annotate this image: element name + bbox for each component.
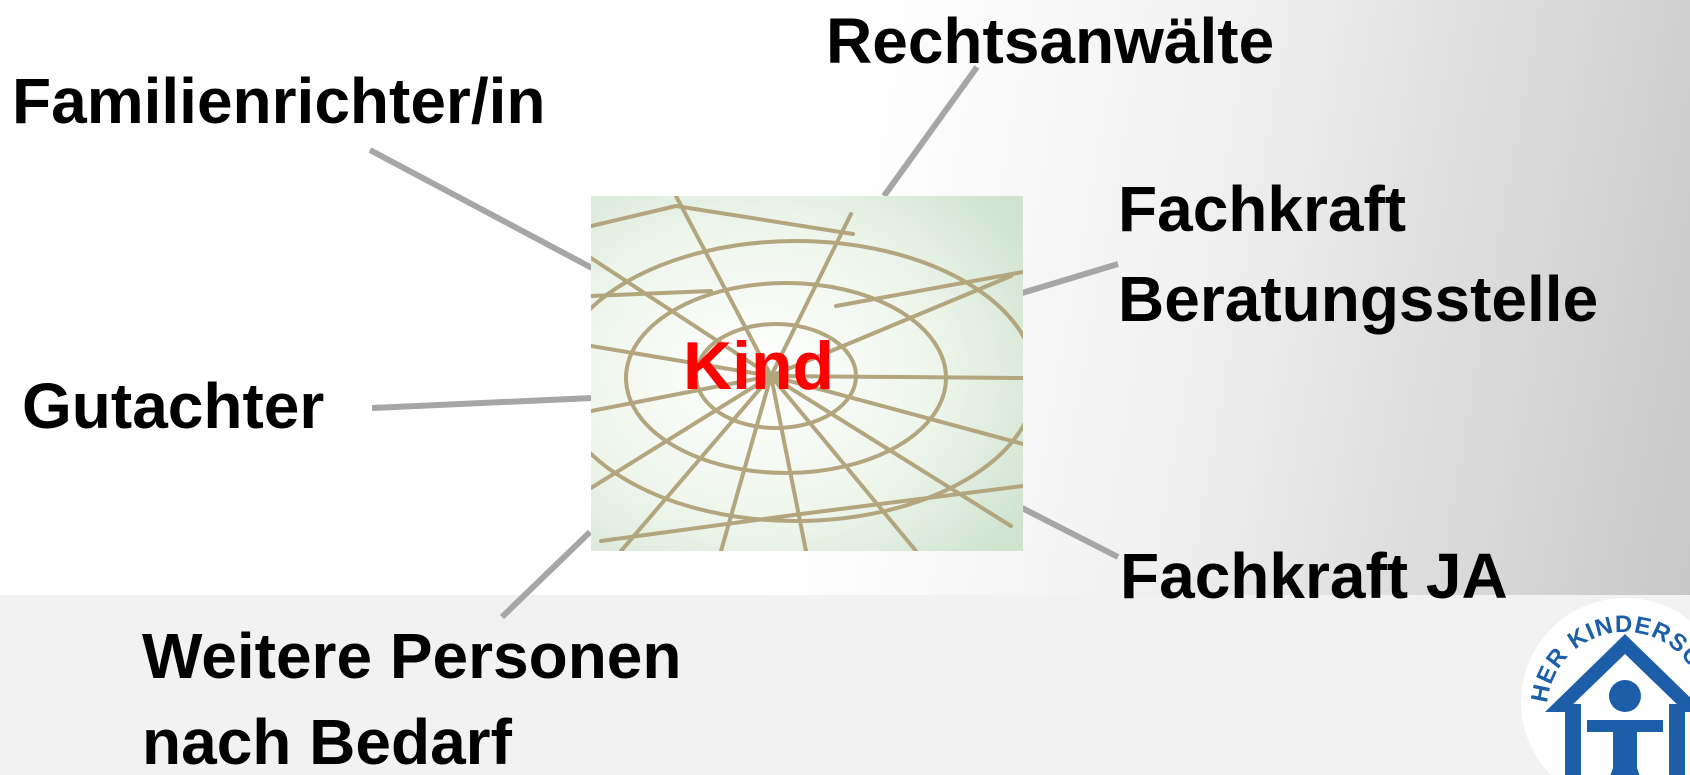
connector-rechtsanwaelte bbox=[884, 67, 977, 196]
center-label-kind: Kind bbox=[683, 330, 834, 402]
label-weitere-line1: Weitere Personen bbox=[142, 615, 681, 697]
label-gutachter: Gutachter bbox=[22, 365, 324, 447]
connector-weitere bbox=[502, 532, 590, 617]
connector-gutachter bbox=[372, 398, 592, 408]
label-fachkraft-ja: Fachkraft JA bbox=[1120, 535, 1508, 617]
label-rechtsanwaelte: Rechtsanwälte bbox=[826, 0, 1274, 82]
connector-fachkraft-ja bbox=[1022, 508, 1118, 557]
label-familienrichter: Familienrichter/in bbox=[12, 60, 545, 142]
connector-beratungsstelle bbox=[1022, 264, 1118, 293]
label-fachkraft-beratung-line1: Fachkraft bbox=[1118, 168, 1406, 250]
kinderschutzbund-logo: DEUTSCHER KINDERSCHUTZBUND bbox=[1515, 592, 1690, 775]
label-fachkraft-beratung-line2: Beratungsstelle bbox=[1118, 258, 1598, 340]
label-weitere-line2: nach Bedarf bbox=[142, 701, 512, 775]
connector-familienrichter bbox=[370, 150, 592, 268]
